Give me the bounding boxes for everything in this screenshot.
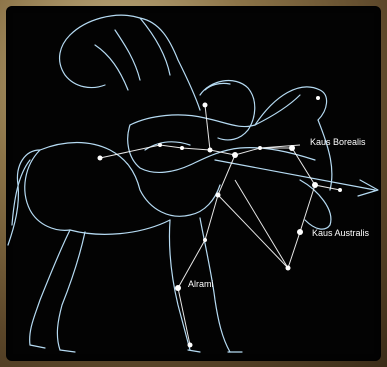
star (98, 156, 103, 161)
night-sky-panel: Kaus Borealis Kaus Australis Alrami (6, 6, 381, 361)
star (188, 343, 193, 348)
star (286, 266, 291, 271)
star (232, 152, 238, 158)
star (216, 193, 221, 198)
star (316, 96, 320, 100)
star (208, 148, 213, 153)
star (338, 188, 342, 192)
label-alrami: Alrami (188, 279, 214, 289)
star (175, 285, 181, 291)
star (258, 146, 262, 150)
label-kaus-borealis: Kaus Borealis (310, 137, 366, 147)
star (203, 238, 207, 242)
star (289, 145, 295, 151)
star (180, 146, 184, 150)
star (158, 143, 162, 147)
star (312, 182, 318, 188)
label-kaus-australis: Kaus Australis (312, 228, 370, 238)
sagittarius-illustration: Kaus Borealis Kaus Australis Alrami (6, 6, 381, 361)
centaur-outline (8, 15, 378, 352)
constellation-lines (100, 105, 340, 345)
constellation-stars (98, 96, 343, 348)
star (203, 103, 208, 108)
star (297, 229, 303, 235)
